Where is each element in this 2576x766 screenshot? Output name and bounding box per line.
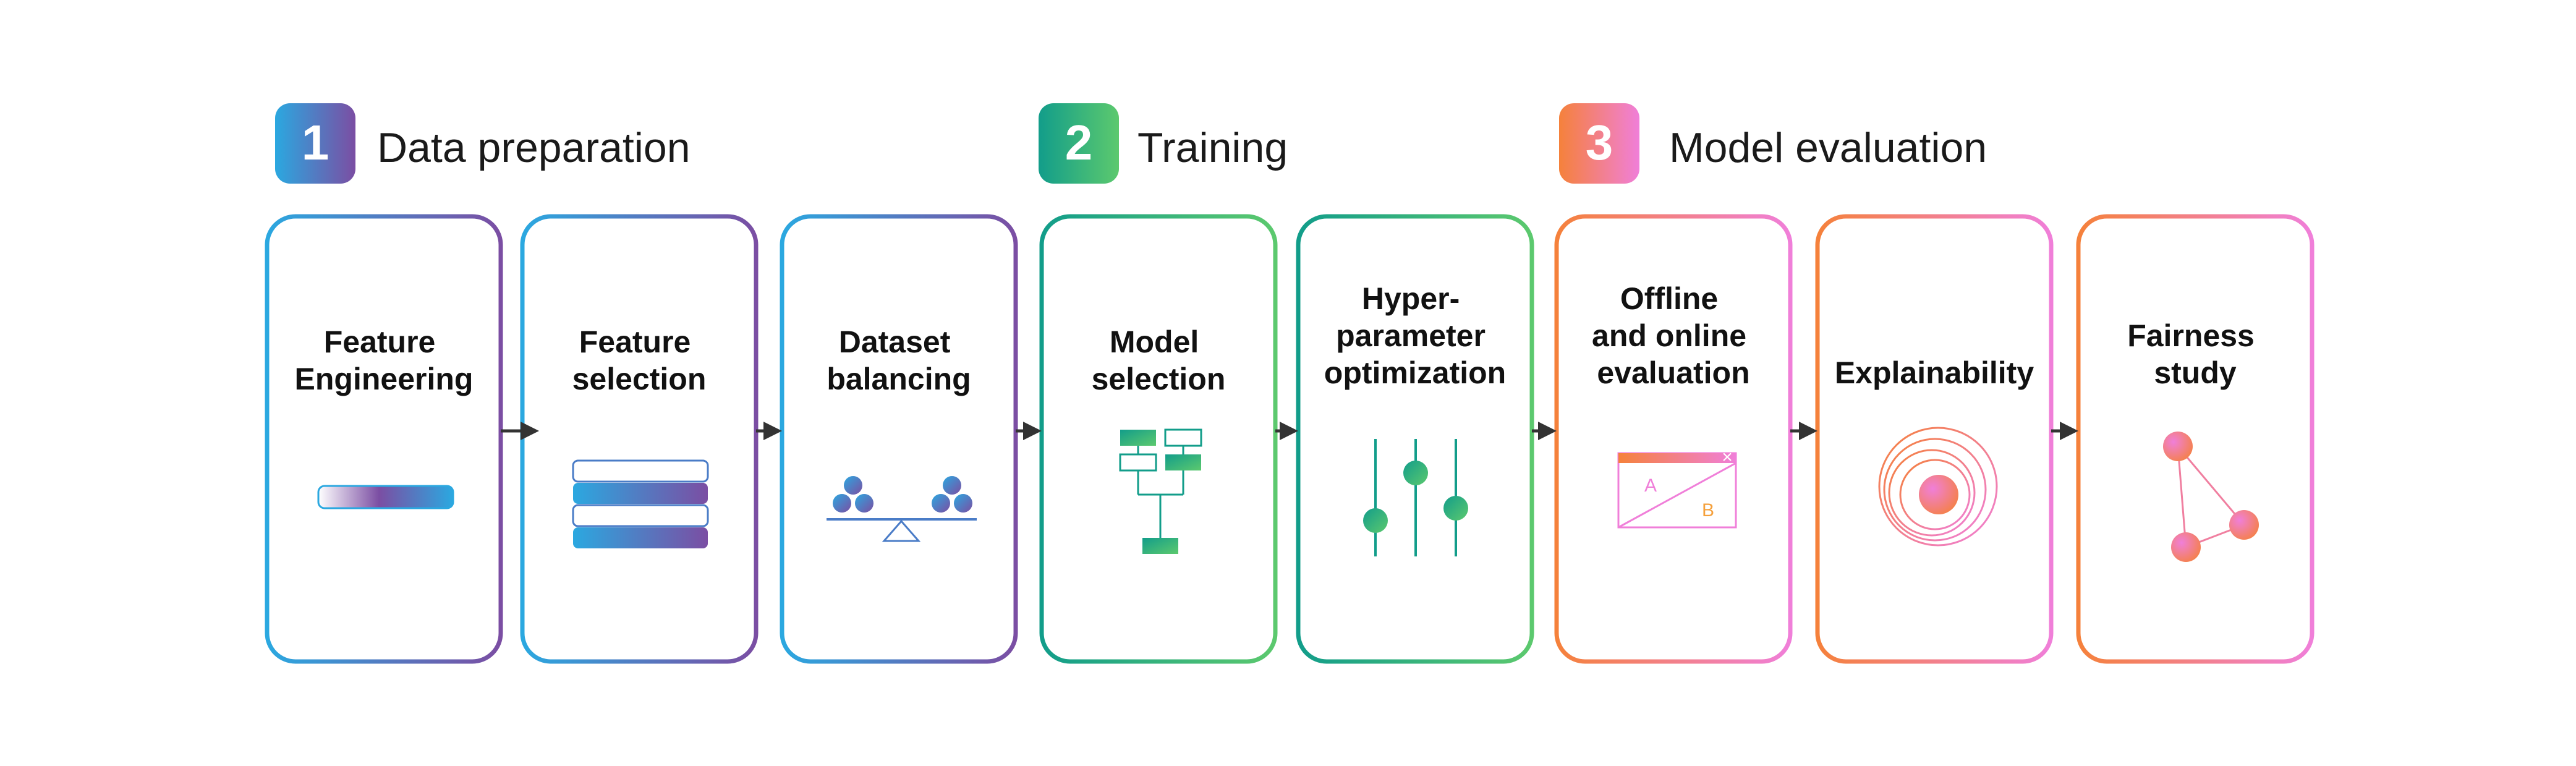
card-model-selection: Model selection (1039, 214, 1278, 664)
stage-header-training: 2 Training (1039, 103, 1288, 184)
stacked-bars-icon (572, 459, 709, 548)
stage-3-number: 3 (1586, 115, 1613, 170)
triangle-network-icon (2163, 432, 2259, 562)
arrow-3 (1016, 422, 1042, 440)
card-title: Hyper- parameter optimization (1324, 281, 1506, 390)
svg-text:B: B (1702, 500, 1714, 521)
arrow-2 (756, 422, 782, 440)
card-frame (520, 214, 759, 664)
arrow-6 (1790, 422, 1817, 440)
stage-1-title: Data preparation (377, 124, 691, 171)
card-title: Offline and online evaluation (1592, 281, 1755, 390)
concentric-circles-icon (1878, 427, 1998, 547)
card-hyperparameter-optimization: Hyper- parameter optimization (1296, 214, 1534, 664)
card-title: Fairness study (2127, 318, 2263, 390)
stage-3-badge (1559, 103, 1639, 184)
card-title: Explainability (1835, 355, 2034, 390)
card-frame (1039, 214, 1278, 664)
card-feature-selection: Feature selection (520, 214, 759, 664)
stage-2-title: Training (1137, 124, 1288, 171)
stage-3-title: Model evaluation (1669, 124, 1987, 171)
card-frame (780, 214, 1018, 664)
balance-scale-icon (827, 476, 977, 542)
arrow-4 (1275, 422, 1298, 440)
card-title: Feature selection (572, 325, 707, 396)
card-offline-online-evaluation: Offline and online evaluation × A B (1554, 214, 1793, 664)
arrow-7 (2051, 422, 2078, 440)
stage-header-model-evaluation: 3 Model evaluation (1559, 103, 1987, 184)
tree-diagram-icon (1119, 428, 1202, 554)
card-fairness-study: Fairness study (2076, 214, 2315, 664)
card-dataset-balancing: Dataset balancing (780, 214, 1018, 664)
card-title: Feature Engineering (295, 325, 474, 396)
card-title: Dataset balancing (827, 325, 971, 396)
sliders-icon (1363, 439, 1468, 556)
card-feature-engineering: Feature Engineering (265, 214, 503, 664)
stage-2-badge (1039, 103, 1119, 184)
card-frame (265, 214, 503, 664)
gradient-bar-icon (317, 485, 454, 509)
stage-1-badge (275, 103, 355, 184)
stage-2-number: 2 (1065, 115, 1093, 170)
flow-arrows (501, 422, 2078, 440)
stage-1-number: 1 (302, 115, 329, 170)
svg-text:A: A (1644, 475, 1657, 496)
card-explainability: Explainability (1815, 214, 2054, 664)
card-frame (1554, 214, 1793, 664)
card-frame (2076, 214, 2315, 664)
stage-header-data-preparation: 1 Data preparation (275, 103, 691, 184)
arrow-1 (501, 422, 539, 440)
svg-text:×: × (1722, 447, 1733, 467)
arrow-5 (1532, 422, 1557, 440)
ab-test-window-icon: × A B (1617, 447, 1737, 529)
card-title: Model selection (1092, 325, 1226, 396)
